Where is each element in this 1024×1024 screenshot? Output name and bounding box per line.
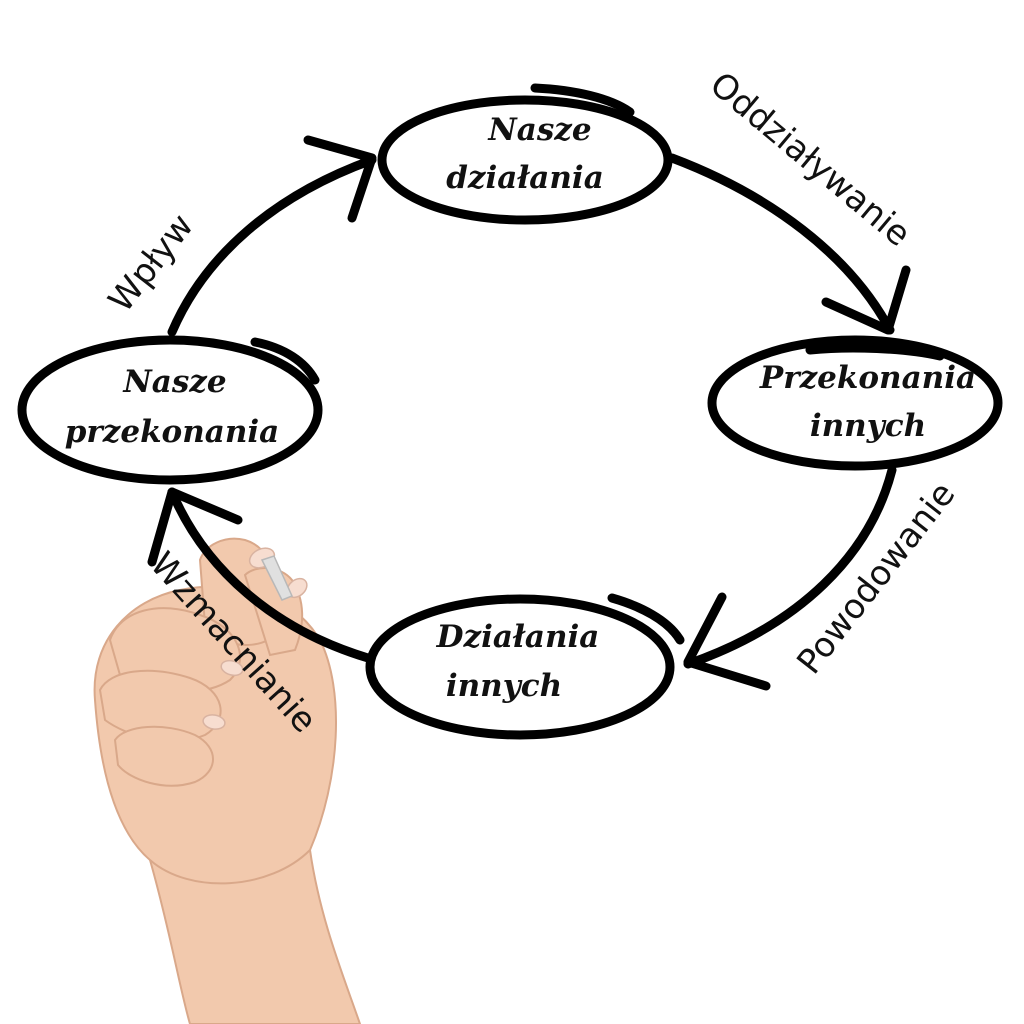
- connector-powodowanie: [683, 465, 897, 691]
- node-label-line1: Nasze: [487, 112, 591, 148]
- edge-label-oddzialywanie: Oddziaływanie: [702, 64, 918, 254]
- node-nasze-dzialania: Nasze działania: [377, 83, 673, 225]
- node-label-line1: Nasze: [122, 364, 226, 400]
- node-label-line2: innych: [446, 668, 562, 704]
- node-przekonania-innych: Przekonania innych: [707, 335, 1003, 471]
- connector-wplyw: [167, 135, 377, 337]
- node-label-line1: Działania: [436, 619, 600, 655]
- connector-oddzialywanie: [667, 153, 911, 335]
- hand-holding-marker-icon: [93, 537, 362, 1024]
- node-dzialania-innych: Działania innych: [365, 593, 685, 740]
- node-label-line2: przekonania: [65, 414, 280, 450]
- node-label-line2: innych: [810, 408, 926, 444]
- node-label-line2: działania: [446, 160, 604, 196]
- node-nasze-przekonania: Nasze przekonania: [17, 335, 323, 485]
- connector-wzmacnianie: [147, 487, 373, 663]
- node-label-line1: Przekonania: [759, 360, 976, 396]
